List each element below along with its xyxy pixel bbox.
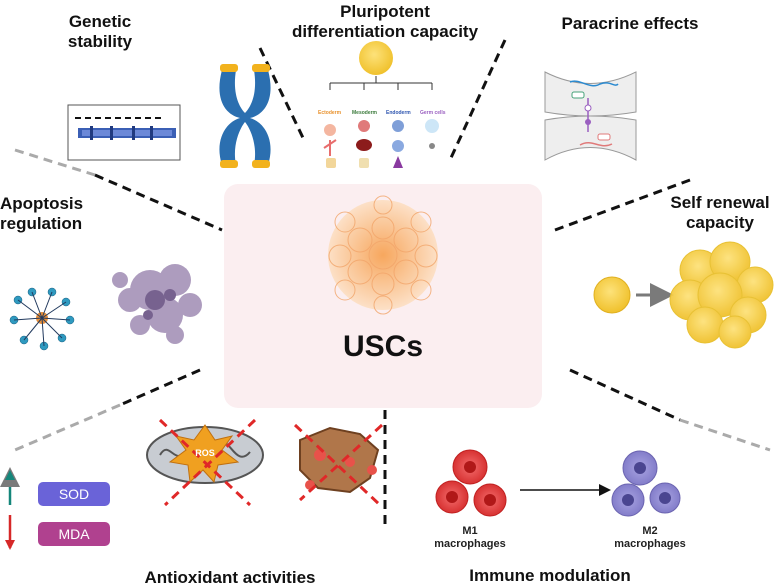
germ-layer-ectoderm: Ectoderm	[318, 110, 342, 116]
connector-paracrine	[448, 39, 507, 161]
connector-genetic	[258, 47, 307, 143]
title-immune: Immune modulation	[469, 566, 631, 585]
pluripotent-graphics	[323, 41, 439, 168]
apoptosis-graphics	[9, 264, 202, 351]
title-genetic-stability: Genetic stability	[67, 12, 133, 51]
ros-label: ROS	[195, 448, 215, 458]
title-paracrine: Paracrine effects	[561, 14, 699, 33]
antioxidant-graphics	[0, 418, 384, 550]
title-self-renewal: Self renewal capacity	[670, 193, 770, 232]
germ-layer-mesoderm: Mesoderm	[352, 110, 378, 116]
connector-apoptosis-b	[94, 173, 223, 232]
connector-immune-a	[569, 368, 681, 422]
m2-label: M2 macrophages	[614, 525, 686, 550]
connector-lines	[14, 39, 771, 525]
self-renewal-graphics	[593, 241, 774, 349]
genetic-stability-graphics	[67, 64, 271, 168]
usc-cell-cluster	[328, 195, 438, 315]
center-label: USCs	[342, 330, 424, 363]
germ-layer-endoderm: Endoderm	[386, 110, 411, 116]
title-antioxidant: Antioxidant activities	[144, 568, 316, 587]
connector-antioxidant-a	[119, 368, 201, 407]
m1-label: M1 macrophages	[434, 525, 506, 550]
germ-layer-germ-cells: Germ cells	[420, 110, 446, 116]
connector-antioxidant-b	[14, 403, 121, 452]
connector-immune-b	[679, 418, 771, 452]
connector-selfrenewal-a	[554, 178, 691, 232]
sod-box: SOD	[38, 482, 110, 506]
paracrine-graphics	[544, 71, 637, 161]
mda-box: MDA	[38, 522, 110, 546]
title-apoptosis: Apoptosis regulation	[0, 194, 84, 233]
title-pluripotent: Pluripotent differentiation capacity	[291, 2, 479, 41]
immune-graphics	[435, 449, 681, 517]
